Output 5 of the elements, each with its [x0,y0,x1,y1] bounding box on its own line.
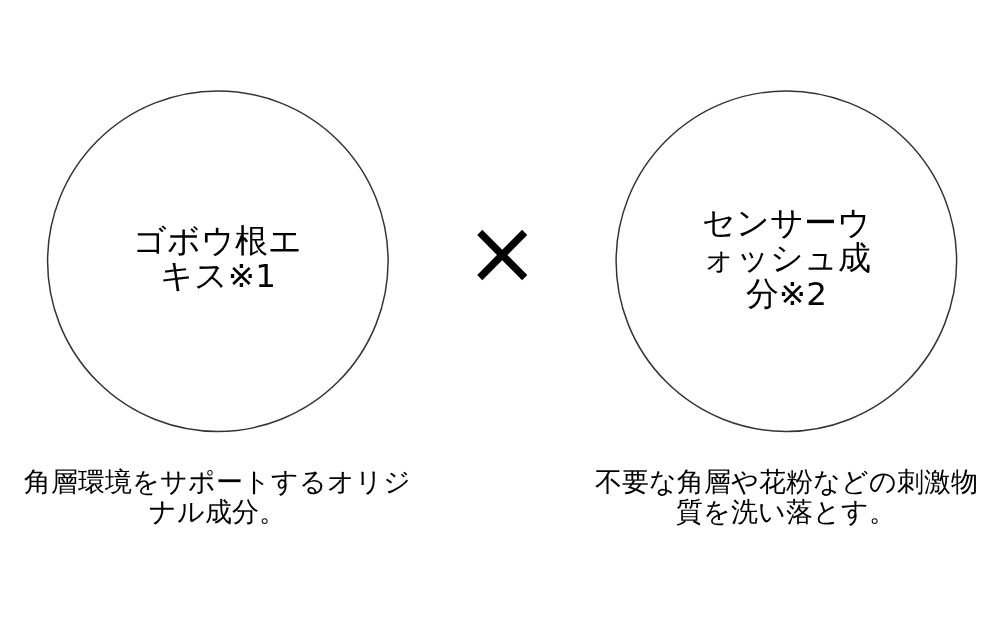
node-label: 不要な角層や花粉などの刺激物質を洗い落とす。 [594,465,978,527]
node-circle: ゴボウ根エキス※1 [46,89,389,432]
node-circle: センサーウォッシュ成分※2 [615,89,958,432]
node-label: 角層環境をサポートするオリジナル成分。 [24,465,412,527]
label: × [464,200,540,304]
